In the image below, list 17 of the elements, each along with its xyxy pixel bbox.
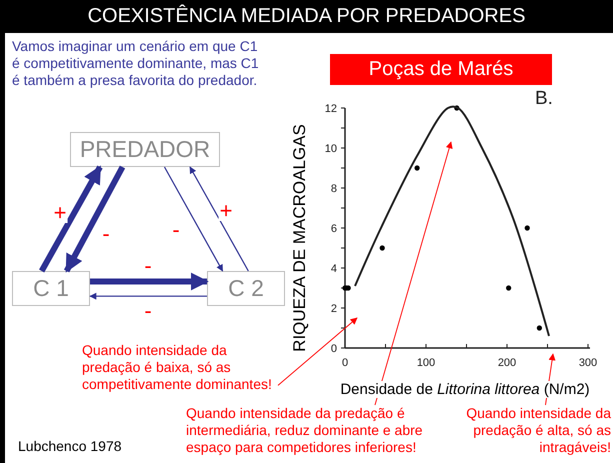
- tick-label: 10: [324, 143, 337, 155]
- tick-label: 2: [330, 303, 337, 315]
- axis-title: Densidade de Littorina littorea (N/m2): [340, 381, 590, 398]
- panel-label: B.: [535, 88, 553, 110]
- title-bar: COEXISTÊNCIA MEDIADA POR PREDADORES: [0, 0, 613, 33]
- tick-label: 8: [330, 183, 337, 195]
- tick-label: 4: [330, 263, 337, 275]
- citation-text: Lubchenco 1978: [18, 438, 123, 454]
- tick-label: 100: [416, 357, 436, 369]
- intro-text: Vamos imaginar um cenário em que C1 é competitivamente dominante, mas C1 é também a presa favorita do predador.: [12, 38, 260, 89]
- tick-label: 0: [330, 343, 337, 355]
- tick-label: 200: [498, 357, 516, 369]
- axis-title: RIQUEZA DE MACROALGAS: [290, 124, 310, 352]
- tick-label: 6: [330, 223, 337, 235]
- tick-label: 12: [324, 103, 337, 115]
- tick-label: 300: [578, 357, 598, 369]
- tick-label: 0: [342, 357, 348, 369]
